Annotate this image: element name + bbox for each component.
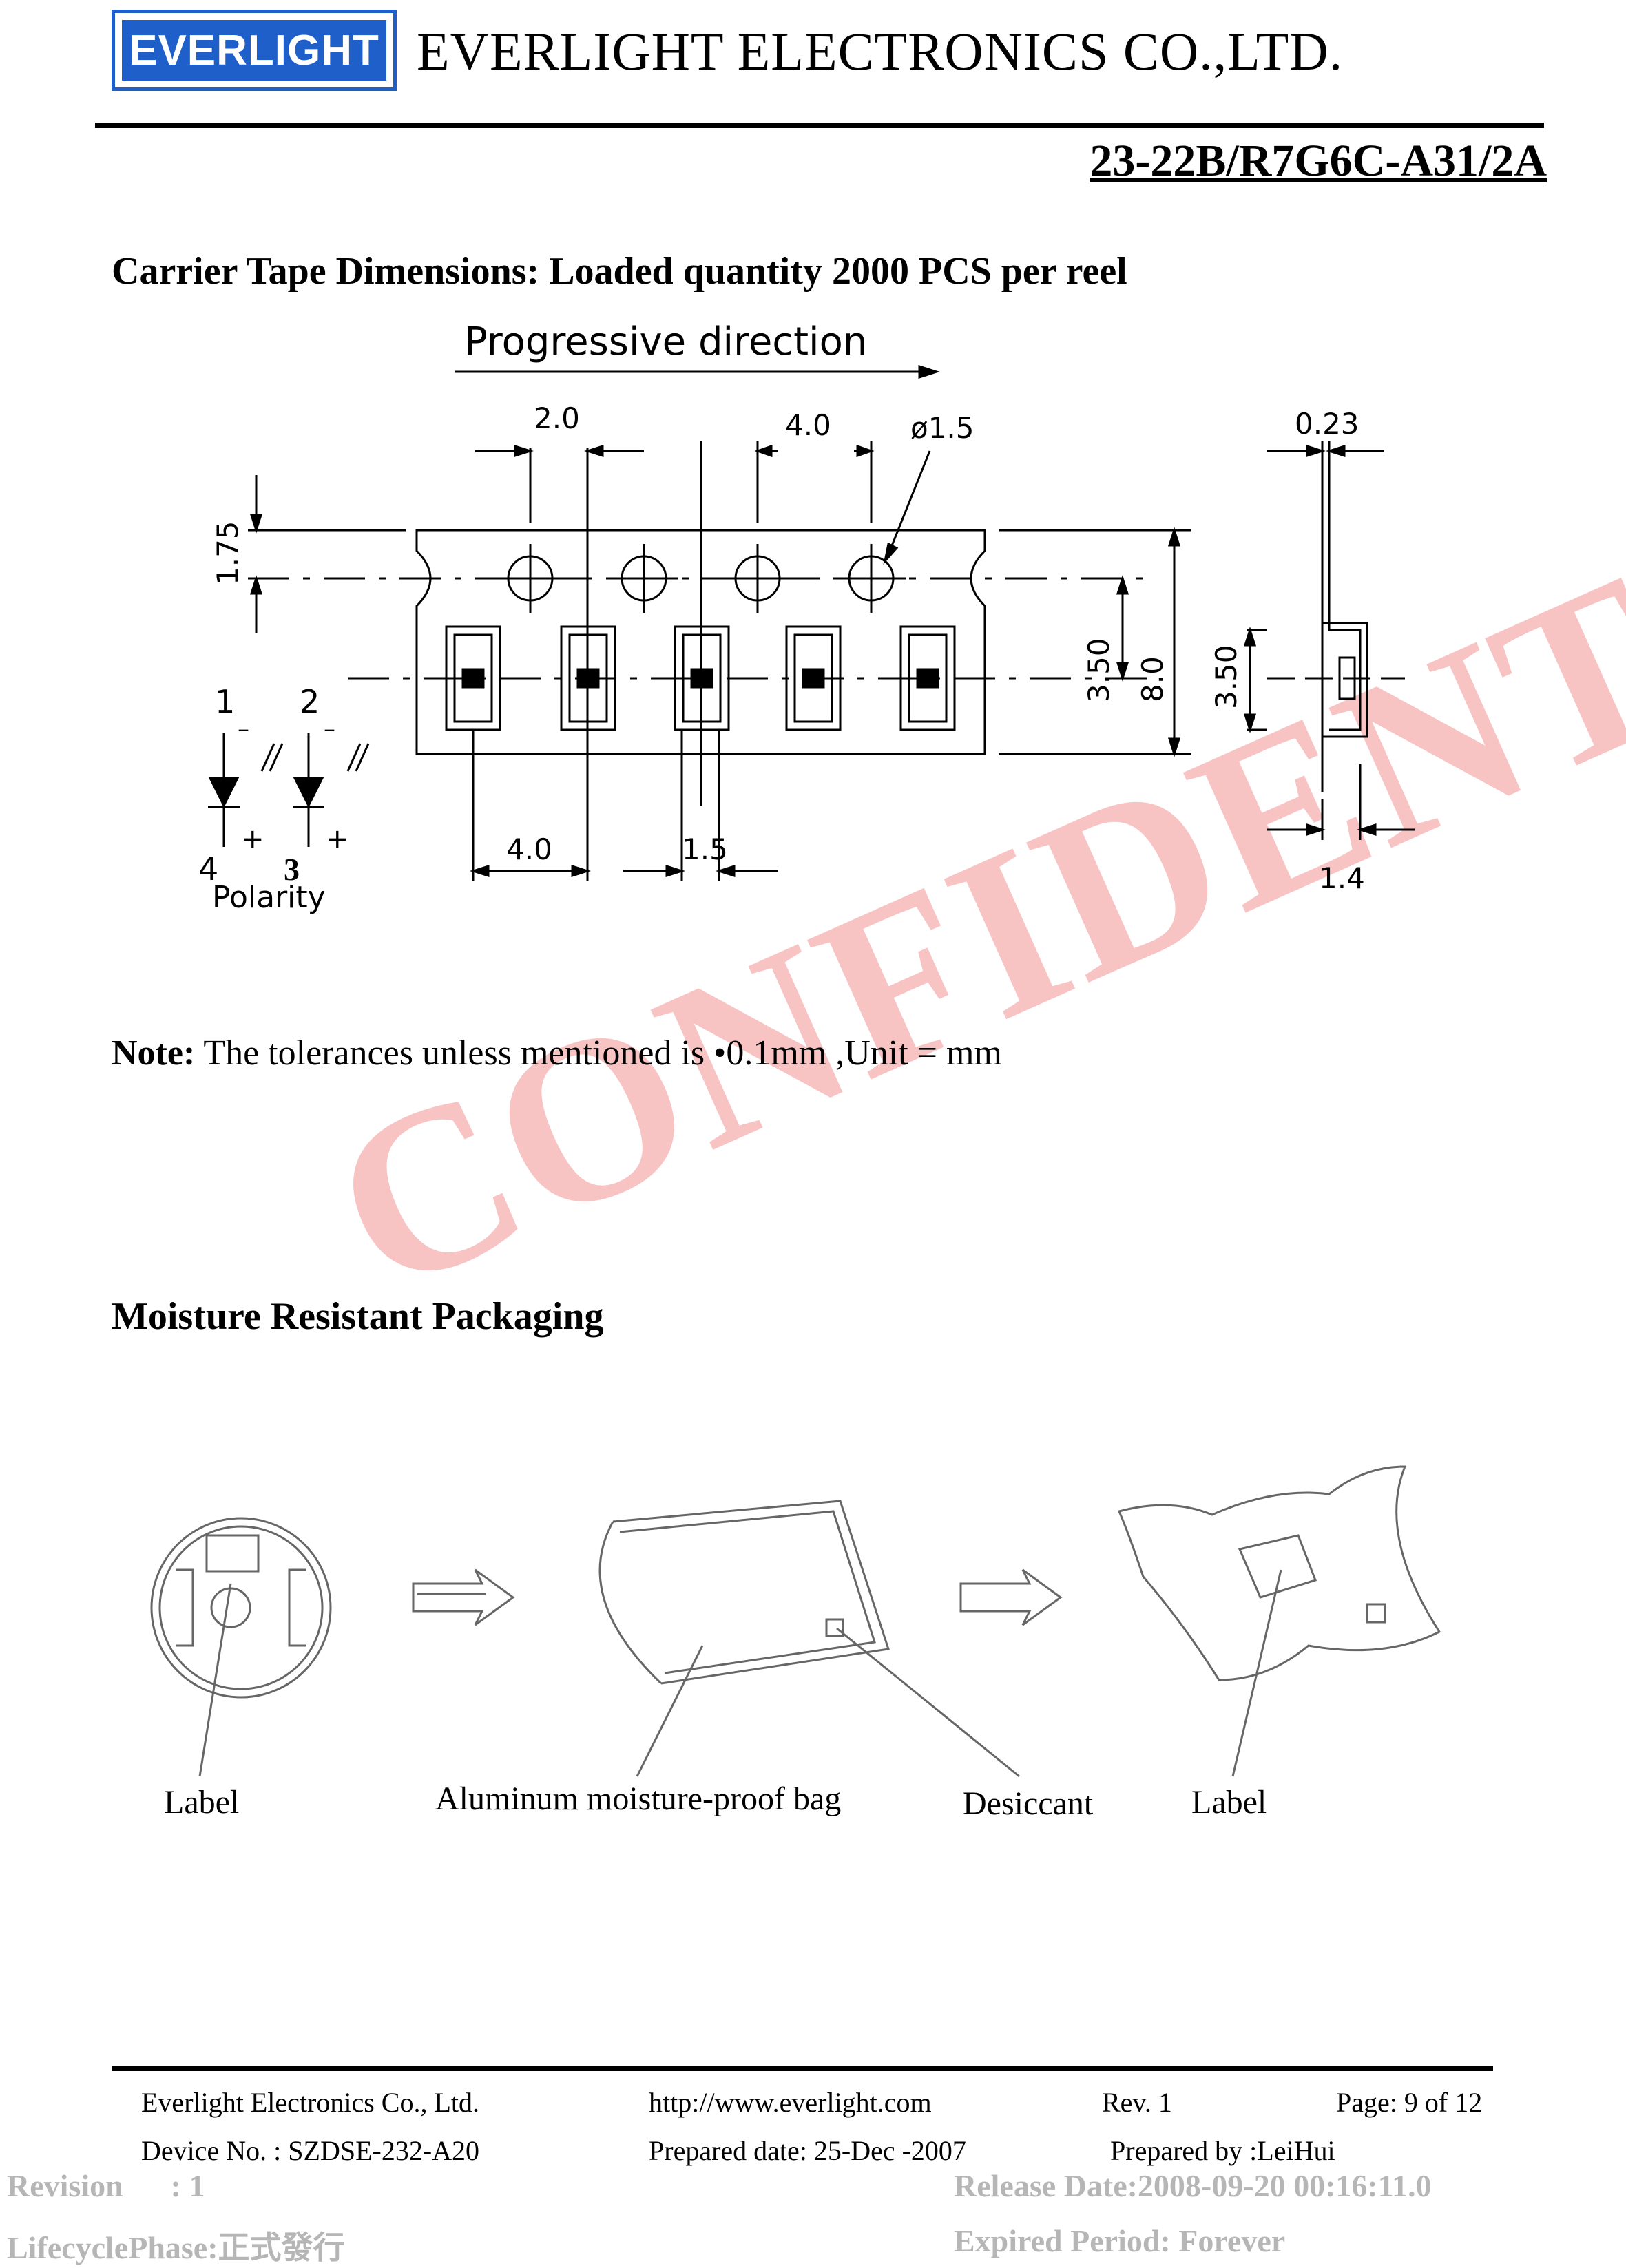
polarity-label: Polarity — [212, 880, 326, 915]
footer-prepared-by: Prepared by :LeiHui — [1110, 2135, 1335, 2166]
carrier-tape-drawing: Progressive direction 2.0 4.0 ø1.5 0.23 … — [198, 319, 1415, 915]
dim-4-0-bottom: 4.0 — [506, 832, 552, 866]
footer-prepared-date: Prepared date: 25-Dec -2007 — [649, 2135, 966, 2166]
dim-3-50: 3.50 — [1082, 638, 1116, 702]
footer-rev: Rev. 1 — [1102, 2087, 1172, 2118]
dim-2-0: 2.0 — [534, 401, 580, 435]
company-name: EVERLIGHT ELECTRONICS CO.,LTD. — [417, 21, 1344, 81]
polarity-minus-1: – — [238, 715, 249, 743]
expired-period-stamp: Expired Period: Forever — [954, 2223, 1286, 2258]
dim-hole-diameter: ø1.5 — [910, 411, 974, 445]
tolerance-note: Note: The tolerances unless mentioned is… — [112, 1033, 1002, 1073]
dim-8-0: 8.0 — [1136, 656, 1169, 702]
note-label: Note: — [112, 1033, 196, 1073]
dim-1-5: 1.5 — [682, 832, 728, 866]
moisture-title: Moisture Resistant Packaging — [112, 1295, 604, 1338]
dim-1-4: 1.4 — [1319, 861, 1365, 895]
desiccant-label: Desiccant — [963, 1785, 1094, 1822]
dim-4-0-top: 4.0 — [785, 408, 831, 442]
polarity-pin-3: 3 — [284, 852, 300, 887]
header-rule — [95, 123, 1544, 128]
dim-1-75: 1.75 — [211, 521, 244, 585]
bag-label: Aluminum moisture-proof bag — [435, 1781, 842, 1817]
polarity-plus-1: + — [241, 823, 264, 855]
polarity-pin-1: 1 — [215, 683, 235, 720]
sealed-bag-label: Label — [1191, 1784, 1267, 1820]
footer-url[interactable]: http://www.everlight.com — [649, 2087, 932, 2118]
polarity-pin-4: 4 — [198, 850, 218, 888]
lifecycle-stamp: LifecyclePhase:正式發行 — [7, 2230, 345, 2265]
carrier-tape-title: Carrier Tape Dimensions: Loaded quantity… — [112, 250, 1127, 293]
revision-stamp: Revision : 1 — [7, 2168, 205, 2203]
footer-rule — [112, 2066, 1493, 2071]
part-number: 23-22B/R7G6C-A31/2A — [1090, 136, 1547, 186]
progressive-direction-label: Progressive direction — [464, 319, 867, 364]
note-text: The tolerances unless mentioned is •0.1m… — [195, 1033, 1002, 1073]
footer-device-no: Device No. : SZDSE-232-A20 — [141, 2135, 480, 2166]
polarity-minus-2: – — [324, 715, 335, 743]
release-date-stamp: Release Date:2008-09-20 00:16:11.0 — [954, 2168, 1432, 2203]
everlight-logo: EVERLIGHT — [112, 10, 397, 91]
polarity-plus-2: + — [326, 823, 349, 855]
dim-0-23: 0.23 — [1295, 407, 1359, 441]
logo-text: EVERLIGHT — [122, 20, 386, 81]
footer-company: Everlight Electronics Co., Ltd. — [141, 2087, 479, 2118]
polarity-pin-2: 2 — [300, 683, 320, 720]
footer-page: Page: 9 of 12 — [1336, 2087, 1483, 2118]
moisture-packaging-drawing — [150, 1465, 1441, 1778]
dim-3-50-side: 3.50 — [1209, 644, 1243, 709]
reel-label: Label — [164, 1784, 240, 1820]
